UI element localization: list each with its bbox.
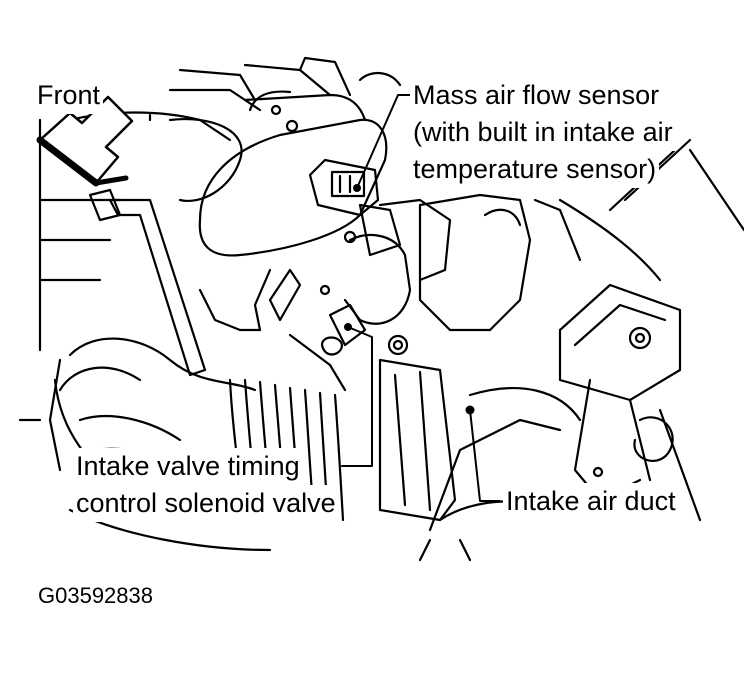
maf-sensor-label-line2: (with built in intake air [410,114,676,151]
intake-tube-outline [198,90,388,257]
leader-maf [356,94,413,189]
ivt-solenoid-label-line2: control solenoid valve [73,485,339,522]
rocker-cover-outline [38,68,262,302]
front-label: Front [34,77,104,114]
intake-air-duct-label: Intake air duct [503,483,679,520]
figure-code: G03592838 [38,583,153,608]
leader-lines [341,94,501,502]
ivt-solenoid-label-line1: Intake valve timing [73,448,303,485]
ivt-solenoid-outline [268,268,367,356]
maf-connector [308,158,402,257]
leader-ivt [341,326,373,467]
right-side-assembly-outline [558,138,744,522]
maf-sensor-label-line3: temperature sensor) [410,151,660,188]
throttle-body-outline [343,193,532,356]
bracket-stay-outline [88,188,207,377]
leader-intake-duct [469,409,501,502]
maf-sensor-label-line1: Mass air flow sensor [410,77,663,114]
background-engine-lines [18,56,662,562]
front-arrow-icon [36,95,134,187]
corrugated-hose-outline [48,337,345,552]
